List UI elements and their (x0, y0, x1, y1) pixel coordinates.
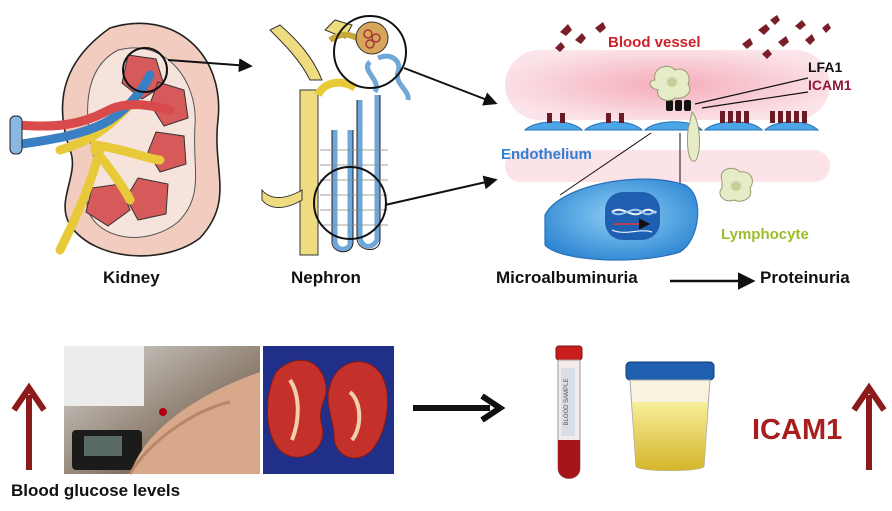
blood-tube: BLOOD SAMPLE (555, 345, 583, 479)
nephron-illustration (261, 15, 411, 256)
nucleus-dna (605, 192, 660, 240)
arrow-kidney-to-nephron (167, 58, 253, 73)
blood-vessel-panel (505, 15, 831, 261)
label-proteinuria: Proteinuria (760, 268, 850, 287)
kidney-illustration (9, 22, 221, 257)
label-blood-glucose: Blood glucose levels (11, 481, 181, 500)
label-blood-vessel: Blood vessel (608, 34, 701, 51)
arrow-tubule-to-vessel (384, 175, 498, 206)
circulating-particles (555, 15, 831, 59)
label-microalbuminuria: Microalbuminuria (496, 268, 638, 287)
label-lfa1: LFA1 (808, 59, 843, 75)
kidney-section-photo (263, 346, 394, 474)
tube-label: BLOOD SAMPLE (564, 378, 570, 425)
urine-container (625, 361, 715, 471)
label-endothelium: Endothelium (501, 146, 592, 163)
label-icam1-small: ICAM1 (808, 77, 852, 93)
label-icam1-large: ICAM1 (752, 414, 843, 446)
lfa1-binding (666, 100, 691, 111)
label-nephron: Nephron (291, 268, 361, 287)
label-lymphocyte: Lymphocyte (721, 226, 809, 243)
arrow-glomerulus-to-vessel (403, 67, 498, 106)
icam1-receptors (547, 111, 807, 123)
label-kidney: Kidney (103, 268, 160, 287)
up-arrow-glucose (11, 382, 47, 470)
endothelial-cells (523, 121, 820, 131)
finger-prick-photo (64, 346, 260, 475)
up-arrow-icam1 (851, 382, 887, 470)
